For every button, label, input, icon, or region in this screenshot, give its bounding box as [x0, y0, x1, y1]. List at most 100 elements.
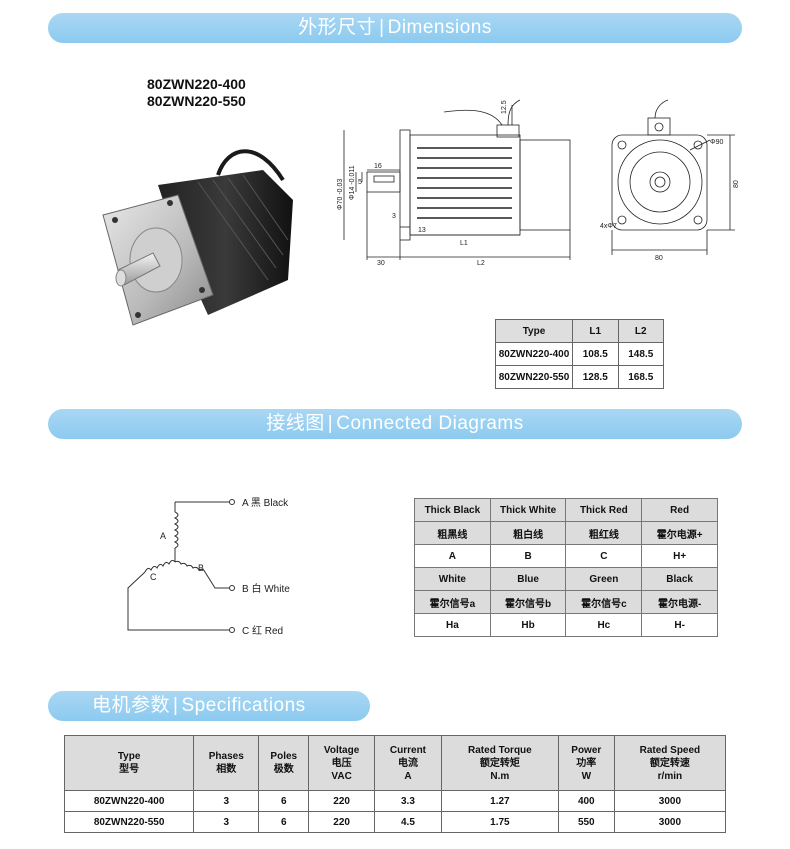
spec-cell: 3.3 — [373, 790, 442, 812]
spec-cell: 550 — [557, 811, 615, 833]
l1-header: L1 — [572, 319, 619, 343]
dim-13: 13 — [418, 227, 426, 234]
table-row: Thick Black Thick White Thick Red Red — [414, 498, 718, 522]
dim-L2: L2 — [477, 260, 485, 267]
model-title-2: 80ZWN220-550 — [147, 93, 246, 109]
connection-banner-en: Connected Diagrams — [336, 413, 524, 434]
type-cell: 80ZWN220-400 — [495, 342, 573, 366]
connection-banner: 接线图|Connected Diagrams — [48, 409, 742, 439]
wire-cell: 霍尔信号b — [489, 590, 567, 614]
table-row: White Blue Green Black — [414, 567, 718, 591]
spec-cell: 3 — [193, 811, 260, 833]
l2-cell: 168.5 — [617, 365, 664, 389]
spec-cell: 400 — [557, 790, 615, 812]
spec-cell: 6 — [258, 811, 310, 833]
type-header: Type — [495, 319, 573, 343]
spec-cell: 3000 — [613, 790, 727, 812]
front-view-drawing: Φ90 4xΦ7 80 80 — [600, 99, 740, 262]
dim-width-80: 80 — [655, 255, 663, 262]
l1-cell: 108.5 — [572, 342, 619, 366]
spec-cell: 3 — [193, 790, 260, 812]
wire-cell: Green — [565, 567, 643, 591]
wire-cell: 霍尔信号c — [565, 590, 643, 614]
wire-cell: 粗红线 — [565, 521, 643, 545]
dim-height-80: 80 — [733, 180, 740, 188]
type-table: Type L1 L2 80ZWN220-400 108.5 148.5 80ZW… — [495, 319, 664, 389]
dim-holes: 4xΦ7 — [600, 223, 617, 230]
spec-cell: 220 — [308, 790, 375, 812]
wire-cell: C — [565, 544, 643, 568]
specifications-banner-en: Specifications — [181, 695, 306, 716]
dim-12-5: 12.5 — [501, 100, 508, 114]
spec-cell: 80ZWN220-550 — [63, 811, 195, 833]
wire-cell: Red — [641, 498, 718, 522]
wire-cell: Black — [641, 567, 718, 591]
wire-cell: H- — [641, 613, 718, 637]
model-titles: 80ZWN220-400 80ZWN220-550 — [147, 76, 246, 110]
spec-cell: 80ZWN220-400 — [63, 790, 195, 812]
motor-photo — [102, 149, 293, 326]
dim-phi14: Φ14 -0.011 — [349, 165, 356, 200]
wire-cell: 粗黑线 — [414, 521, 491, 545]
specifications-banner: 电机参数|Specifications — [48, 691, 370, 721]
spec-cell: 220 — [308, 811, 375, 833]
wire-cell: Thick Red — [565, 498, 643, 522]
dimensions-banner-en: Dimensions — [387, 17, 492, 38]
wire-cell: 霍尔电源+ — [641, 521, 718, 545]
wire-cell: Blue — [489, 567, 567, 591]
connection-banner-cn: 接线图 — [266, 413, 325, 434]
specifications-banner-cn: 电机参数 — [92, 695, 171, 716]
dim-phi70: Φ70 -0.03 — [337, 179, 344, 210]
dimensions-banner: 外形尺寸|Dimensions — [48, 13, 742, 43]
table-row: 粗黑线 粗白线 粗红线 霍尔电源+ — [414, 521, 718, 545]
wiring-diagram: A 黑 Black B 白 White C 红 Red A B C — [127, 497, 290, 637]
table-row: 80ZWN220-550 3 6 220 4.5 1.75 550 3000 — [63, 811, 727, 833]
coil-b-label: B — [198, 563, 204, 573]
wire-table: Thick Black Thick White Thick Red Red 粗黑… — [414, 498, 718, 637]
wire-cell: Thick White — [489, 498, 567, 522]
wire-cell: Hc — [565, 613, 643, 637]
wire-cell: Ha — [414, 613, 491, 637]
spec-cell: 1.27 — [440, 790, 559, 812]
table-row: 80ZWN220-400 108.5 148.5 — [495, 342, 664, 366]
terminal-c-label: C 红 Red — [242, 624, 283, 637]
wire-cell: Hb — [489, 613, 567, 637]
spec-cell: 3000 — [613, 811, 727, 833]
wire-cell: H+ — [641, 544, 718, 568]
spec-cell: 6 — [258, 790, 310, 812]
wire-cell: 粗白线 — [489, 521, 567, 545]
terminal-b-label: B 白 White — [242, 582, 290, 595]
dim-L1: L1 — [460, 240, 468, 247]
dim-30: 30 — [377, 260, 385, 267]
spec-cell: 4.5 — [373, 811, 442, 833]
l2-cell: 148.5 — [617, 342, 664, 366]
table-row: 80ZWN220-400 3 6 220 3.3 1.27 400 3000 — [63, 790, 727, 812]
table-row: 80ZWN220-550 128.5 168.5 — [495, 365, 664, 389]
wire-cell: 霍尔信号a — [414, 590, 491, 614]
l1-cell: 128.5 — [572, 365, 619, 389]
spec-cell: 1.75 — [440, 811, 559, 833]
table-row: Ha Hb Hc H- — [414, 613, 718, 637]
table-row: A B C H+ — [414, 544, 718, 568]
table-row: 霍尔信号a 霍尔信号b 霍尔信号c 霍尔电源- — [414, 590, 718, 614]
coil-a-label: A — [160, 531, 166, 541]
type-cell: 80ZWN220-550 — [495, 365, 573, 389]
wire-cell: A — [414, 544, 491, 568]
dim-phi90: Φ90 — [710, 139, 723, 146]
coil-c-label: C — [150, 572, 157, 582]
l2-header: L2 — [617, 319, 664, 343]
dimensions-banner-cn: 外形尺寸 — [298, 17, 377, 38]
wire-cell: Thick Black — [414, 498, 491, 522]
terminal-a-label: A 黑 Black — [242, 497, 289, 509]
model-title-1: 80ZWN220-400 — [147, 76, 246, 92]
wire-cell: 霍尔电源- — [641, 590, 718, 614]
